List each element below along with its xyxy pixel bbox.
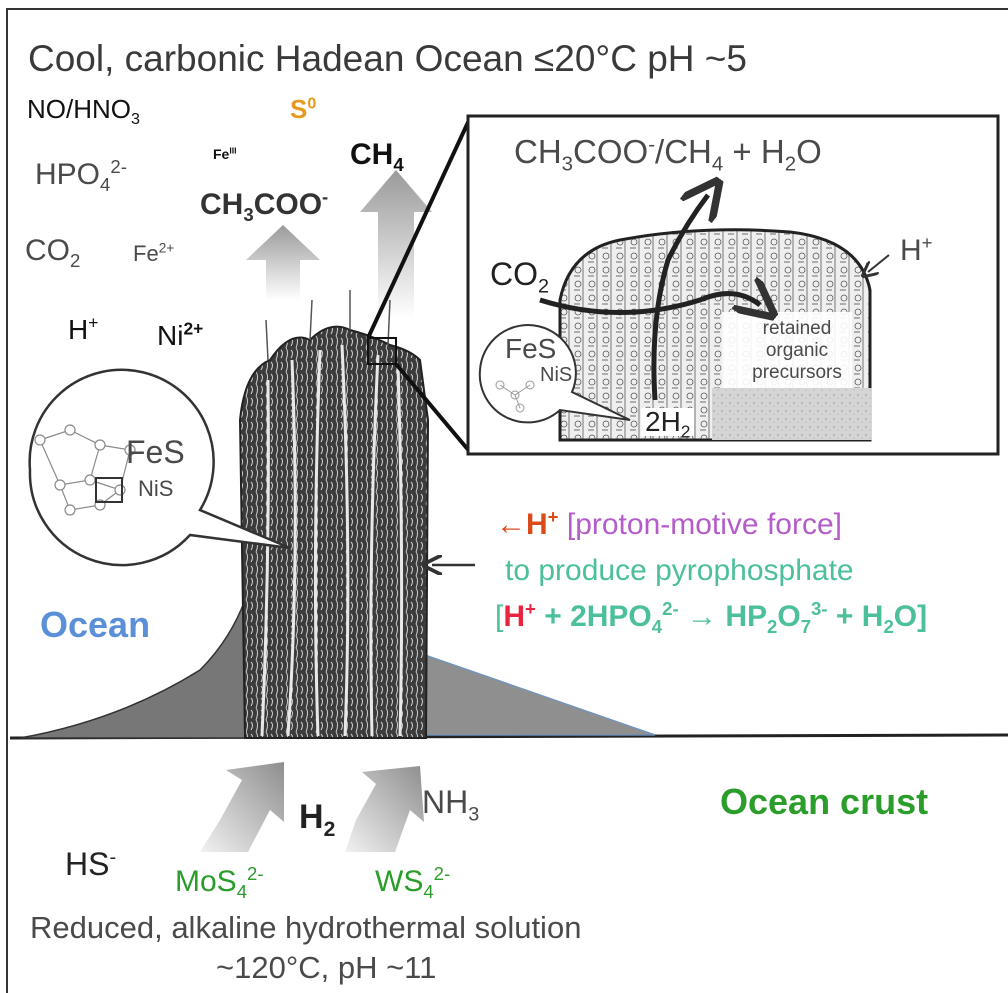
bubble-fes: FeS bbox=[126, 434, 185, 470]
inset-proton-arrow bbox=[868, 254, 890, 272]
sediment-wedge bbox=[424, 653, 656, 736]
vent-molybdate: MoS42- bbox=[175, 863, 264, 902]
vent-inflow-arrow-left bbox=[200, 762, 284, 852]
bubble-nis: NiS bbox=[138, 476, 174, 501]
inset-proton: H+ bbox=[900, 232, 933, 267]
products-up-arrow bbox=[651, 195, 708, 401]
pmf-line: ←H+ [proton-motive force] bbox=[496, 506, 842, 541]
inset-hydrogen: 2H2 bbox=[641, 408, 695, 440]
zoom-box bbox=[367, 337, 397, 365]
figure-frame bbox=[6, 8, 1008, 993]
label-fe3: FeIII bbox=[213, 145, 237, 162]
co2-flow-arrow bbox=[539, 294, 760, 313]
inset-nis: NiS bbox=[540, 364, 573, 386]
zoom-connector-bottom bbox=[394, 362, 472, 454]
zoom-connector-top bbox=[366, 117, 472, 339]
pyrophosphate-line: to produce pyrophosphate bbox=[505, 554, 854, 587]
mineral-bubble bbox=[28, 368, 291, 567]
label-no-hno3: NO/HNO3 bbox=[27, 94, 140, 129]
vent-mound-left bbox=[19, 599, 251, 739]
label-methane: CH4 bbox=[350, 138, 404, 175]
label-nickel: Ni2+ bbox=[157, 318, 204, 351]
upward-arrow-methane bbox=[360, 170, 432, 318]
inset-fes: FeS bbox=[505, 333, 557, 364]
ocean-label: Ocean bbox=[40, 604, 151, 645]
vent-bisulfide: HS- bbox=[65, 846, 117, 882]
vent-ammonia: NH3 bbox=[422, 784, 480, 826]
label-phosphate: HPO42- bbox=[35, 156, 127, 195]
solution-conditions: ~120°C, pH ~11 bbox=[216, 950, 437, 985]
pyrophosphate-equation: [H+ + 2HPO42- → HP2O73- + H2O] bbox=[495, 598, 928, 637]
solution-description: Reduced, alkaline hydrothermal solution bbox=[30, 910, 582, 945]
label-co2: CO2 bbox=[25, 234, 81, 271]
label-acetate: CH3COO- bbox=[200, 186, 329, 225]
chimney-channels bbox=[260, 344, 404, 737]
mineral-lattice bbox=[34, 424, 136, 516]
label-sulfur: S0 bbox=[290, 94, 317, 124]
inset-products: CH3COO-/CH4 + H2O bbox=[514, 133, 822, 176]
vent-inflow-arrow-right bbox=[345, 766, 424, 852]
inset-rock bbox=[712, 388, 872, 440]
retained-precursors-box bbox=[722, 312, 852, 388]
inset-lattice bbox=[495, 380, 535, 413]
inset-co2: CO2 bbox=[490, 256, 550, 298]
label-proton: H+ bbox=[68, 312, 99, 345]
figure-title: Cool, carbonic Hadean Ocean ≤20°C pH ~5 bbox=[28, 38, 747, 79]
ocean-crust-label: Ocean crust bbox=[720, 781, 929, 822]
label-fe2: Fe2+ bbox=[133, 240, 175, 266]
vent-hydrogen: H2 bbox=[299, 798, 336, 841]
hydrothermal-chimney bbox=[238, 325, 430, 739]
vent-tungstate: WS42- bbox=[375, 863, 451, 902]
upward-arrow-acetate bbox=[246, 225, 320, 300]
